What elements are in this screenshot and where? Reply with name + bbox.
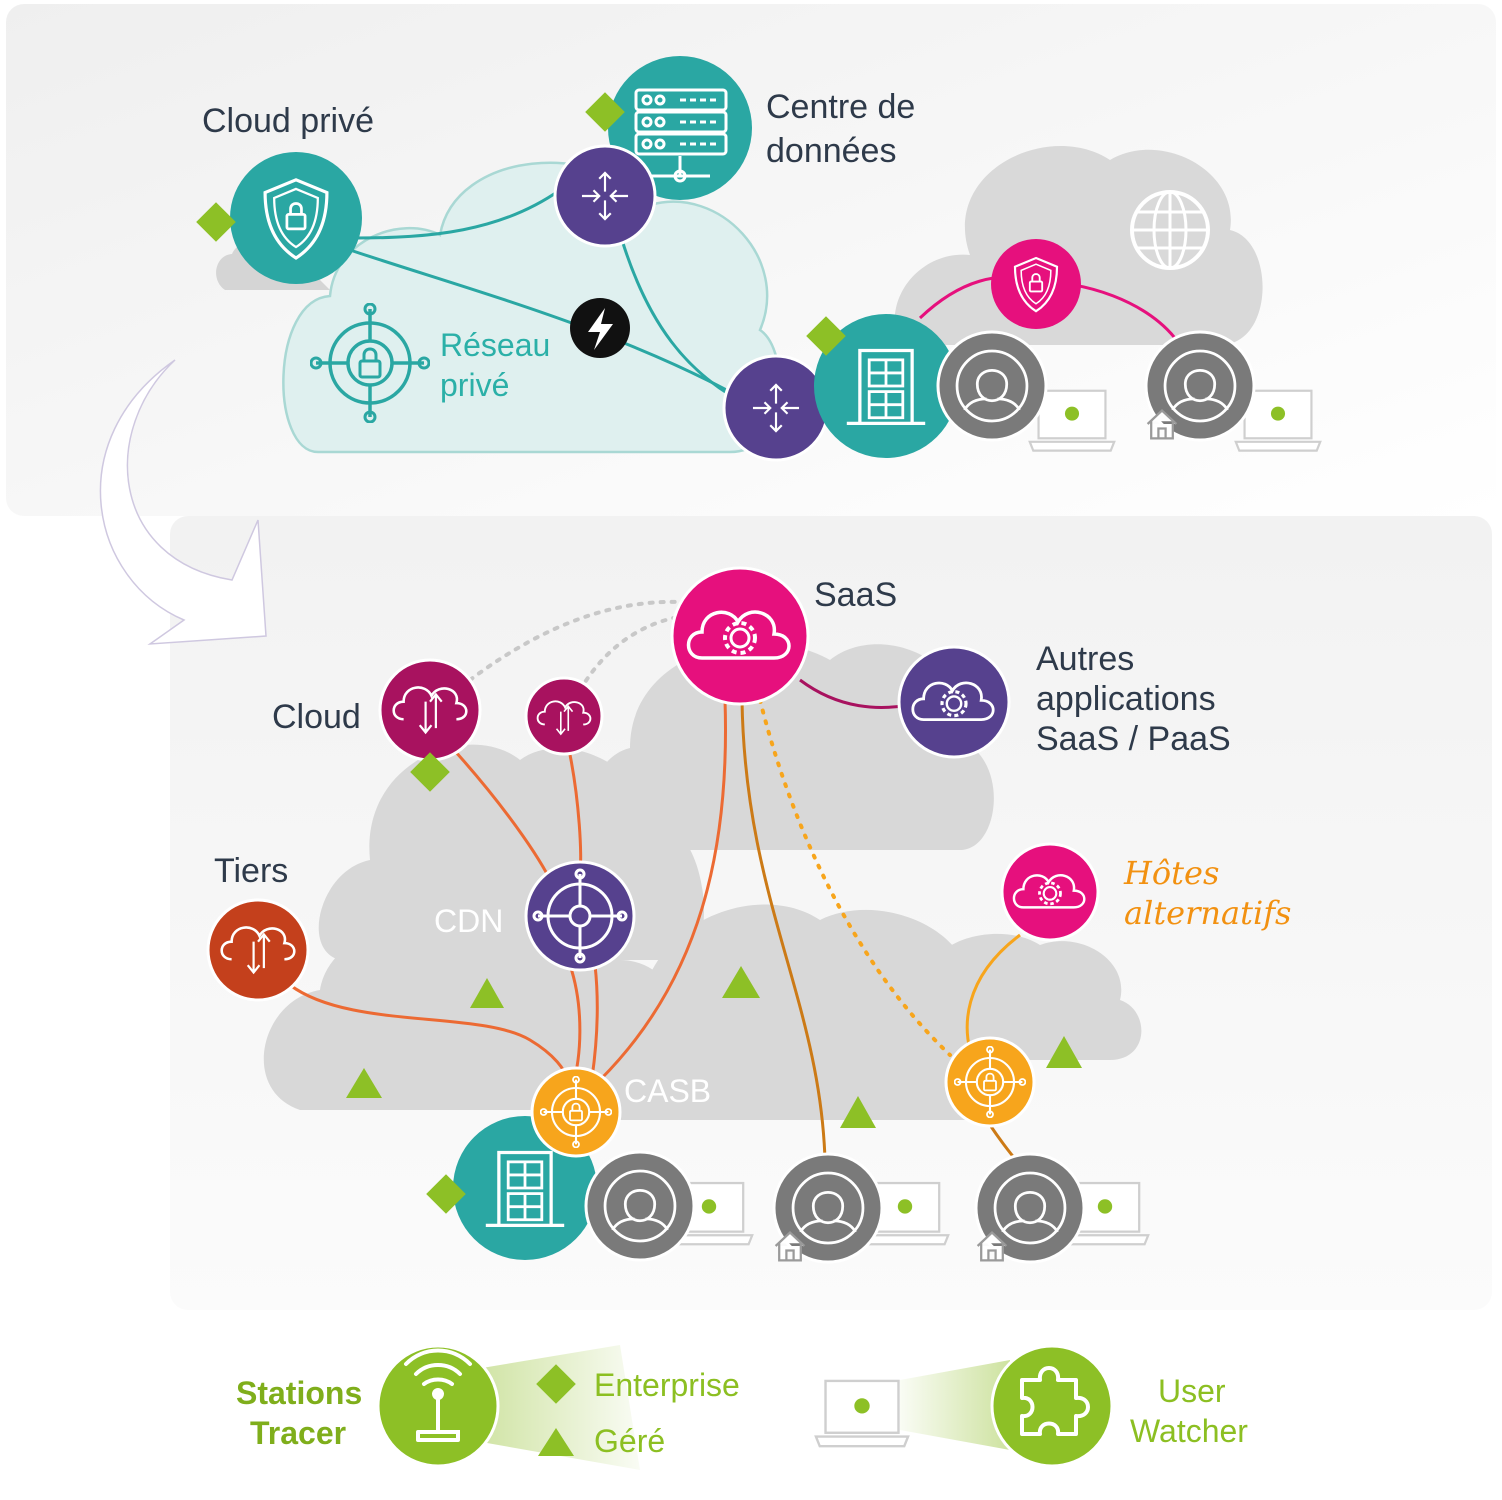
cloud-prive-node	[196, 152, 362, 284]
triangle-marker-icon	[1046, 1036, 1082, 1068]
autres-label-1: Autres	[1036, 640, 1134, 678]
diamond-marker-icon	[585, 92, 625, 132]
tiers-label: Tiers	[214, 852, 288, 890]
casb-label: CASB	[624, 1073, 711, 1109]
router-node-bottom	[722, 354, 830, 462]
hotes-node	[1000, 842, 1100, 942]
antenna-icon	[404, 1348, 472, 1442]
puzzle-icon	[1020, 1366, 1090, 1436]
cloud-node	[378, 658, 482, 792]
cloud-prive-label: Cloud privé	[202, 102, 374, 140]
link-dotted-cloud-saas	[468, 599, 682, 682]
building-icon	[845, 348, 927, 425]
casb-node	[530, 1066, 622, 1158]
diamond-marker-icon	[806, 316, 846, 356]
link-router-router	[620, 239, 731, 397]
user-node-top-1	[936, 330, 1116, 452]
saas-node	[670, 566, 810, 706]
legend-beam-left	[470, 1345, 640, 1470]
legend: Stations Tracer Enterprise Géré User Wat…	[236, 1344, 1248, 1470]
reseau-label-1: Réseau	[440, 327, 550, 363]
link-dotted-saas-casb2	[758, 698, 952, 1057]
saas-label: SaaS	[814, 576, 897, 614]
magenta-shield-node	[991, 239, 1081, 329]
tiers-node	[206, 898, 310, 1002]
cdn-label: CDN	[434, 903, 503, 939]
bottom-panel	[170, 516, 1492, 1310]
laptop-icon	[814, 1379, 910, 1448]
triangle-marker-icon	[538, 1428, 574, 1456]
autres-label-3: SaaS / PaaS	[1036, 720, 1231, 758]
bottom-clouds	[263, 642, 1142, 1120]
link-hotes-casb2	[965, 933, 1021, 1051]
user-watcher-label-1: User	[1158, 1373, 1226, 1409]
user-watcher-label-2: Watcher	[1130, 1413, 1248, 1449]
link-shield-router	[354, 188, 561, 240]
autres-label-2: applications	[1036, 680, 1216, 718]
triangle-marker-icon	[346, 1068, 382, 1098]
diamond-marker-icon	[196, 202, 236, 242]
link-cdn-casb-2	[590, 964, 599, 1079]
user-node-top-2	[1144, 330, 1322, 452]
lightning-icon	[570, 298, 630, 358]
triangle-marker-icon	[840, 1096, 876, 1128]
cdn-network-icon	[532, 868, 628, 964]
stations-label-1: Stations	[236, 1375, 362, 1411]
diamond-marker-icon	[536, 1364, 576, 1404]
stations-label-2: Tracer	[250, 1415, 346, 1451]
reseau-label-2: privé	[440, 367, 509, 403]
centre-label-2: données	[766, 132, 896, 170]
gere-label: Géré	[594, 1423, 665, 1459]
router-node-top	[553, 144, 657, 248]
link-shield-router2	[349, 248, 746, 402]
user-watcher-circle	[990, 1344, 1114, 1468]
hotes-label-1: Hôtes	[1123, 854, 1219, 892]
enterprise-label: Enterprise	[594, 1367, 740, 1403]
cloud-node-small	[524, 676, 604, 756]
cdn-node	[524, 860, 636, 972]
server-icon	[634, 88, 728, 183]
globe-icon	[1130, 190, 1210, 270]
curved-arrow-icon	[99, 359, 267, 645]
centre-label-1: Centre de	[766, 88, 915, 126]
user-node-bottom-3	[974, 1152, 1150, 1264]
user-node-bottom-2	[772, 1152, 950, 1264]
link-saas-user2	[740, 699, 827, 1161]
casb-node-2	[944, 1036, 1036, 1128]
cloud-label: Cloud	[272, 698, 361, 736]
autres-node	[897, 645, 1011, 759]
triangle-marker-icon	[722, 966, 760, 998]
triangle-marker-icon	[470, 978, 504, 1008]
diamond-marker-icon	[410, 752, 450, 792]
triangle-markers	[346, 966, 1082, 1128]
hotes-label-2: alternatifs	[1124, 894, 1291, 932]
user-node-bottom-1	[584, 1150, 754, 1262]
link-tiers-casb	[289, 983, 570, 1081]
legend-beam-right	[900, 1360, 1010, 1450]
building-icon	[484, 1150, 566, 1227]
link-saas-casb	[598, 699, 727, 1082]
building-node-top	[806, 314, 958, 458]
